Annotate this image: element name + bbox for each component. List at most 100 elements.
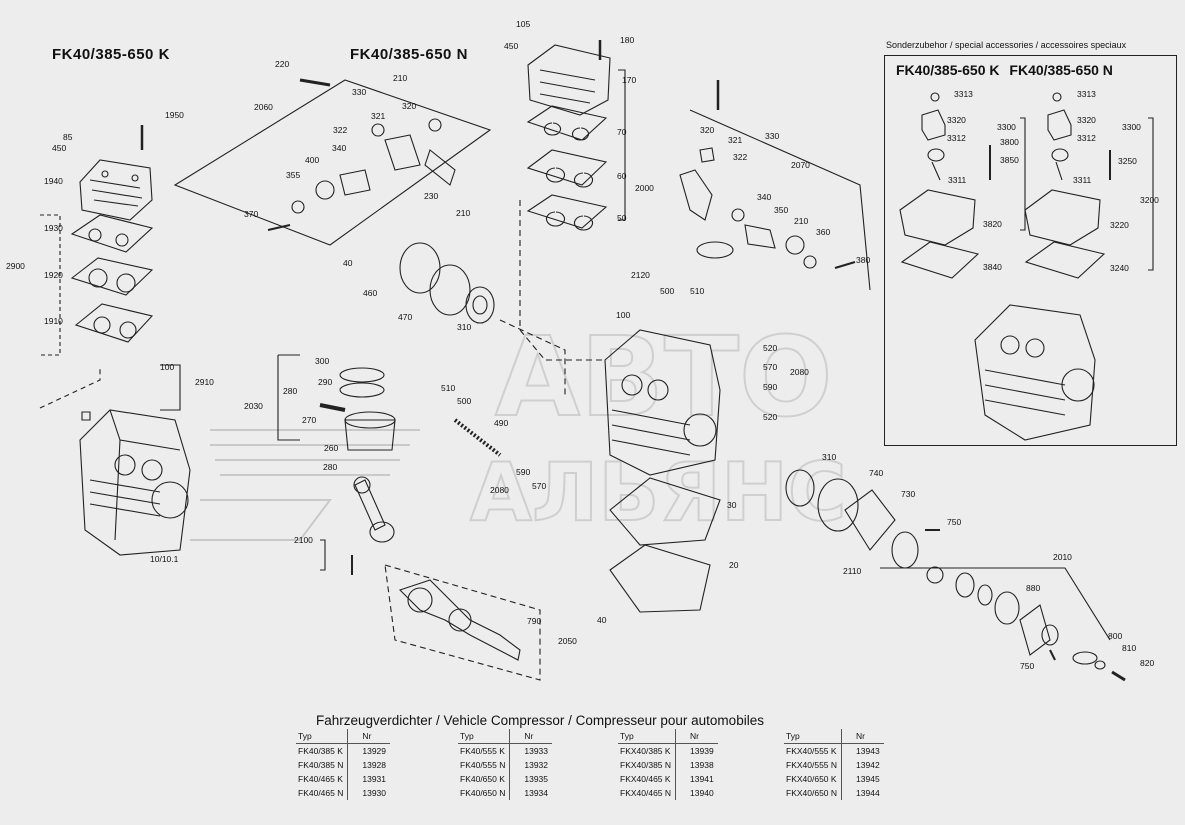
part-number: 880: [1026, 583, 1041, 593]
gasket-470: [429, 264, 471, 316]
part-number: 280: [323, 462, 338, 472]
part-number: 20: [729, 560, 739, 570]
gasket-1930: [70, 214, 154, 253]
part-number: 1950: [165, 110, 184, 120]
part-number: 85: [63, 132, 73, 142]
table-cell-typ: FK40/650 N: [460, 788, 506, 798]
part-number: 790: [527, 616, 542, 626]
part-number: 470: [398, 312, 413, 322]
cylinder-head-n: [527, 44, 611, 116]
part-number: 1910: [44, 316, 63, 326]
left-model-heading: FK40/385-650 K: [52, 46, 170, 63]
ring-300: [339, 367, 385, 383]
table-cell-typ: FKX40/385 K: [620, 746, 671, 756]
part-number: 1930: [44, 223, 63, 233]
part-number: 350: [774, 205, 789, 215]
table-cell-typ: FK40/555 N: [460, 760, 506, 770]
part-number: 1920: [44, 270, 63, 280]
table-cell-typ: FK40/465 N: [298, 788, 344, 798]
part-number: 3840: [983, 262, 1002, 272]
part-number: 105: [516, 19, 531, 29]
part-number: 355: [286, 170, 301, 180]
part-number: 3200: [1140, 195, 1159, 205]
part-number: 210: [794, 216, 809, 226]
table-cell-typ: FK40/385 K: [298, 746, 343, 756]
part-number: 330: [352, 87, 367, 97]
part-number: 380: [856, 255, 871, 265]
part-number: 320: [700, 125, 715, 135]
part-number: 2080: [490, 485, 509, 495]
part-number: 280: [283, 386, 298, 396]
part-number: 750: [1020, 661, 1035, 671]
table-cell-nr: 13940: [675, 786, 718, 800]
table-cell-nr: 13945: [841, 772, 884, 786]
typ-header: Typ: [784, 729, 842, 744]
part-number: 220: [275, 59, 290, 69]
crankshaft: [398, 579, 521, 661]
part-number: 270: [302, 415, 317, 425]
part-number: 40: [343, 258, 353, 268]
part-number: 60: [617, 171, 627, 181]
table-cell-typ: FKX40/465 N: [620, 788, 672, 798]
part-number: 100: [160, 362, 175, 372]
valve-plate-1920: [70, 257, 154, 296]
typ-header: Typ: [458, 729, 510, 744]
part-number: 3800: [1000, 137, 1019, 147]
part-number: 590: [763, 382, 778, 392]
part-number: 2120: [631, 270, 650, 280]
part-number: 370: [244, 209, 259, 219]
part-number: 322: [733, 152, 748, 162]
part-number: 730: [901, 489, 916, 499]
bearing-310: [465, 286, 495, 324]
bearing-310b: [785, 469, 815, 507]
part-number: 10/10.1: [150, 554, 179, 564]
part-number: 3300: [1122, 122, 1141, 132]
part-number: 40: [597, 615, 607, 625]
table-cell-typ: FKX40/555 K: [786, 746, 837, 756]
part-number: 320: [402, 101, 417, 111]
center-model-heading: FK40/385-650 N: [350, 46, 468, 63]
accessory-k: [899, 92, 991, 279]
table-cell-nr: 13944: [841, 786, 884, 800]
table-cell-nr: 13939: [675, 743, 718, 758]
table-cell-nr: 13932: [509, 758, 553, 772]
part-number: 260: [324, 443, 339, 453]
part-number: 30: [727, 500, 737, 510]
table-cell-typ: FKX40/465 K: [620, 774, 671, 784]
table-cell-typ: FK40/555 K: [460, 746, 505, 756]
part-number: 170: [622, 75, 637, 85]
part-number: 800: [1108, 631, 1123, 641]
part-number: 310: [457, 322, 472, 332]
vehicle-table-title: Fahrzeugverdichter / Vehicle Compressor …: [316, 713, 764, 728]
part-number: 3820: [983, 219, 1002, 229]
part-number: 400: [305, 155, 320, 165]
part-number: 210: [456, 208, 471, 218]
part-number: 460: [363, 288, 378, 298]
part-number: 3320: [1077, 115, 1096, 125]
part-number: 510: [441, 383, 456, 393]
crankcase-k: [79, 409, 191, 556]
part-number: 590: [516, 467, 531, 477]
cylinder-head-k: [79, 159, 153, 221]
part-number: 321: [371, 111, 386, 121]
part-number: 210: [393, 73, 408, 83]
part-number: 2000: [635, 183, 654, 193]
accessories-model-n: FK40/385-650 N: [1009, 62, 1113, 78]
part-number: 500: [660, 286, 675, 296]
oil-pan-20: [609, 544, 711, 613]
gasket-1910: [74, 303, 154, 343]
gasket-50: [526, 194, 608, 231]
part-number: 3220: [1110, 220, 1129, 230]
part-number: 3311: [1073, 175, 1092, 185]
plug-100: [81, 411, 91, 421]
table-cell-nr: 13931: [347, 772, 391, 786]
part-number: 3313: [954, 89, 973, 99]
part-number: 3300: [997, 122, 1016, 132]
table-cell-nr: 13928: [347, 758, 391, 772]
table-cell-typ: FKX40/650 N: [786, 788, 838, 798]
part-number: 3850: [1000, 155, 1019, 165]
accessories-model-k: FK40/385-650 K: [896, 62, 1000, 78]
typ-header: Typ: [618, 729, 676, 744]
